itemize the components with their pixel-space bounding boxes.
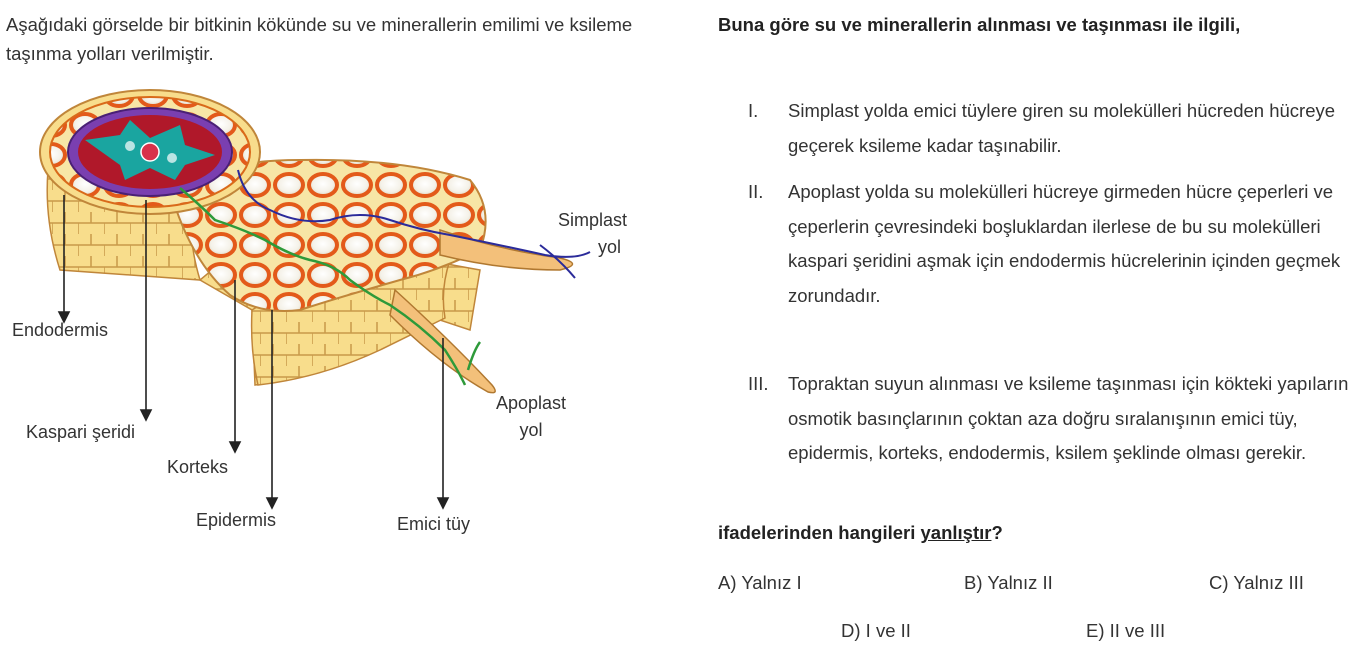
option-letter: E) — [1086, 620, 1105, 641]
statement-text: Simplast yolda emici tüylere giren su mo… — [788, 100, 1336, 156]
statement-2: II. Apoplast yolda su molekülleri hücrey… — [748, 175, 1358, 313]
option-text: Yalnız I — [741, 572, 802, 593]
emici-tuy-label: Emici tüy — [397, 514, 471, 534]
prompt-text: ifadelerinden hangileri — [718, 522, 921, 543]
simplast-label-line2: yol — [598, 237, 622, 257]
option-b[interactable]: B) Yalnız II — [964, 572, 1053, 594]
option-e[interactable]: E) II ve III — [1086, 620, 1165, 642]
statement-3: III. Topraktan suyun alınması ve ksileme… — [748, 367, 1358, 471]
apoplast-label: Apoplast yol — [496, 390, 566, 444]
root-cross-section-diagram: Simplast yol Apoplast yol Endodermis Kas… — [0, 80, 700, 550]
prompt-underlined-word: yanlıştır — [920, 522, 992, 543]
option-text: II ve III — [1109, 620, 1166, 641]
option-letter: C) — [1209, 572, 1229, 593]
statement-1: I. Simplast yolda emici tüylere giren su… — [748, 94, 1358, 163]
simplast-label-line1: Simplast — [558, 210, 628, 230]
option-d[interactable]: D) I ve II — [841, 620, 911, 642]
option-text: I ve II — [865, 620, 911, 641]
apoplast-label-line1: Apoplast — [496, 393, 567, 413]
question-prompt: ifadelerinden hangileri yanlıştır? — [718, 522, 1003, 544]
apoplast-path — [179, 187, 482, 386]
prompt-question-mark: ? — [991, 522, 1003, 543]
apoplast-label-line2: yol — [519, 420, 543, 440]
epidermis-label: Epidermis — [196, 510, 277, 530]
cortex-top-surface — [168, 158, 487, 312]
kaspari-label: Kaspari şeridi — [26, 422, 136, 442]
option-letter: B) — [964, 572, 983, 593]
label-pointers — [57, 195, 450, 510]
statement-text: Topraktan suyun alınması ve ksileme taşı… — [788, 373, 1349, 463]
option-a[interactable]: A) Yalnız I — [718, 572, 802, 594]
simplast-label: Simplast yol — [558, 207, 627, 261]
statement-number: I. — [748, 100, 759, 121]
statement-number: II. — [748, 181, 764, 202]
option-text: Yalnız III — [1233, 572, 1304, 593]
korteks-label: Korteks — [167, 457, 229, 477]
option-c[interactable]: C) Yalnız III — [1209, 572, 1304, 594]
statement-number: III. — [748, 373, 769, 394]
statement-text: Apoplast yolda su molekülleri hücreye gi… — [788, 181, 1341, 306]
option-letter: D) — [841, 620, 861, 641]
endodermis-label: Endodermis — [12, 320, 109, 340]
question-block: Buna göre su ve minerallerin alınması ve… — [718, 10, 1358, 641]
root-illustration — [39, 89, 591, 510]
option-text: Yalnız II — [987, 572, 1053, 593]
root-hair-simplast — [439, 228, 574, 271]
simplast-path — [237, 169, 591, 279]
intro-text: Aşağıdaki görselde bir bitkinin kökünde … — [6, 14, 633, 64]
question-stem: Buna göre su ve minerallerin alınması ve… — [718, 14, 1241, 35]
option-letter: A) — [718, 572, 737, 593]
